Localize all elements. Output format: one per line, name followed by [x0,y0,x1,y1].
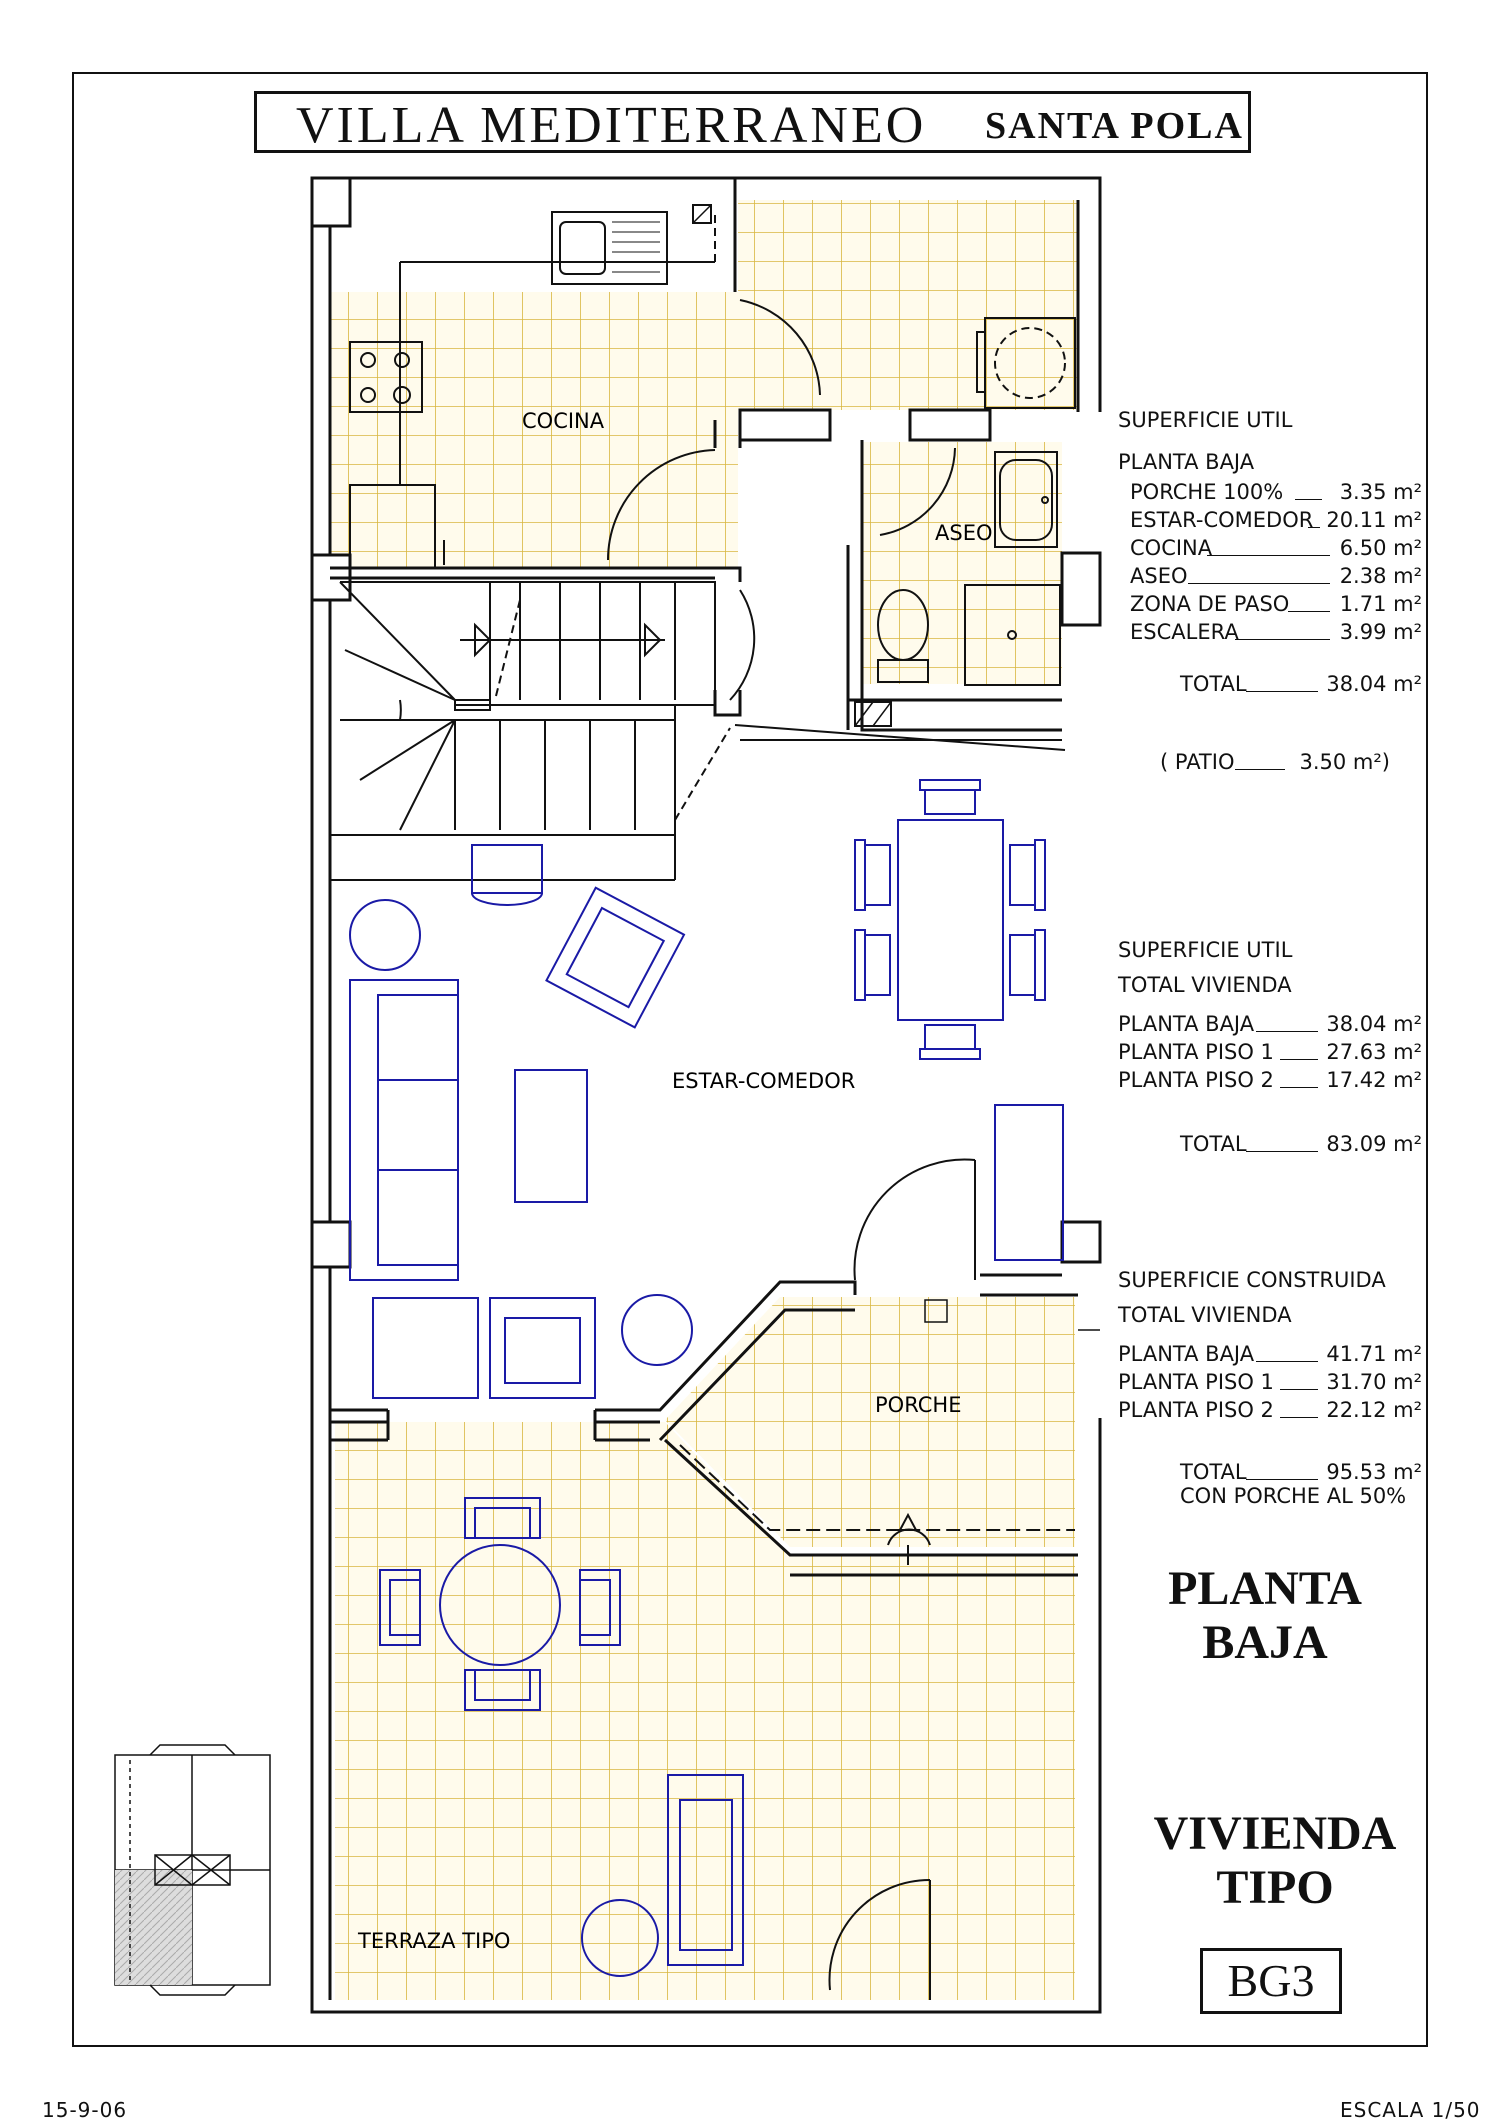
room-label-estar: ESTAR-COMEDOR [672,1069,855,1093]
porch-details [679,1444,1075,1565]
construida-note: CON PORCHE AL 50% [1180,1484,1407,1508]
bathroom-fixtures [854,451,1061,727]
room-label-terraza: TERRAZA TIPO [357,1929,510,1953]
coffee-table [514,1069,588,1203]
construida-heading: SUPERFICIE CONSTRUIDA [1118,1268,1386,1292]
construida-subheading: TOTAL VIVIENDA [1118,1303,1292,1327]
plan-title-line1: PLANTA [1168,1562,1362,1615]
title-box [254,91,1251,153]
kitchen-tiles [428,292,738,568]
room-label-aseo: ASEO [935,521,993,545]
type-title-line2: TIPO [1216,1861,1334,1914]
staircase [330,581,1066,906]
plan-title: PLANTA BAJA [1150,1565,1380,1667]
sofa [349,979,459,1281]
door-swings [607,299,1062,2000]
project-title: VILLA MEDITERRANEO [296,97,927,154]
table-row: PORCHE 100%3.35 m² [1130,480,1422,504]
patio-tiles [738,200,1078,410]
terrace-tiles [335,1422,1075,2000]
project-location: SANTA POLA [985,105,1244,147]
type-title: VIVIENDA TIPO [1140,1810,1410,1912]
room-label-porche: PORCHE [875,1393,961,1417]
sink [551,211,668,285]
furniture [349,779,1064,1977]
washing-machine [976,317,1076,409]
plan-title-line2: BAJA [1202,1616,1328,1669]
util-vivienda-subheading: TOTAL VIVIENDA [1118,973,1292,997]
room-label-cocina: COCINA [522,409,605,433]
tiled-floors [330,200,1078,2000]
util-vivienda-heading: SUPERFICIE UTIL [1118,938,1293,962]
drawing-frame [72,72,1428,2047]
hob [349,341,423,413]
drawing-date: 15-9-06 [42,2098,128,2121]
kitchen-fixtures [349,204,716,569]
kitchen-strip-tiles [330,292,428,568]
dwelling-code: BG3 [1200,1948,1342,2014]
util-heading: SUPERFICIE UTIL [1118,408,1293,432]
bathroom-tiles [862,442,1062,684]
key-plan [114,1744,271,1996]
dining-table [897,819,1004,1021]
util-subheading: PLANTA BAJA [1118,450,1255,474]
type-title-line1: VIVIENDA [1153,1807,1397,1860]
drawing-scale: ESCALA 1/50 [1340,2098,1481,2121]
walls [310,176,1102,2014]
porch-tiles [665,1297,1075,1547]
